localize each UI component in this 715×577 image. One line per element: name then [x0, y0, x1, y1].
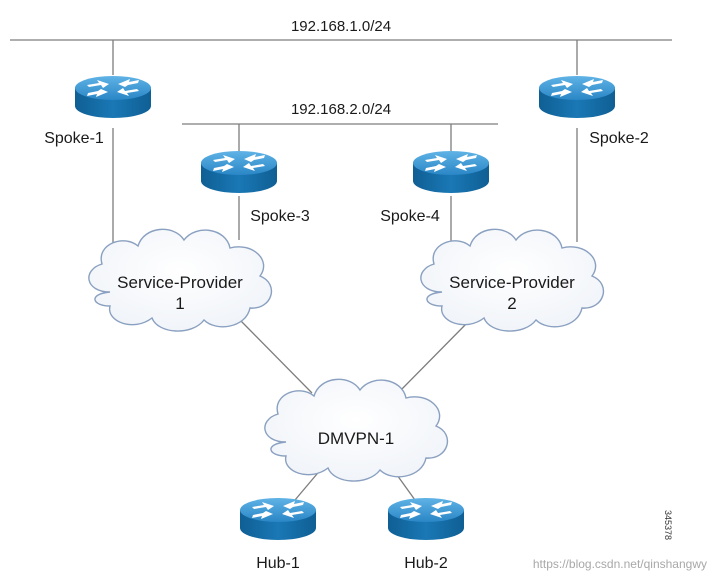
router-icon-spoke4 — [413, 151, 489, 193]
spoke1-label: Spoke-1 — [44, 130, 104, 147]
cloud-service-provider-2: Service-Provider 2 — [420, 228, 605, 332]
sp1-label-line1: Service-Provider — [117, 273, 243, 292]
router-icon-hub2 — [388, 498, 464, 540]
watermark: https://blog.csdn.net/qinshangwy — [532, 557, 707, 571]
cloud-service-provider-1: Service-Provider 1 — [88, 228, 273, 332]
cloud-dmvpn-1: DMVPN-1 — [264, 378, 449, 482]
connection-lines — [10, 39, 672, 501]
router-icon-spoke2 — [539, 76, 615, 118]
router-icon-hub1 — [240, 498, 316, 540]
sp1-label-line2: 1 — [175, 294, 184, 313]
lan2-label: 192.168.2.0/24 — [291, 101, 391, 118]
spoke2-label: Spoke-2 — [589, 130, 649, 147]
sp2-to-dmvpn — [397, 319, 471, 394]
spoke3-label: Spoke-3 — [250, 208, 310, 225]
hub2-label: Hub-2 — [404, 555, 448, 572]
router-icon-spoke3 — [201, 151, 277, 193]
spoke4-label: Spoke-4 — [380, 208, 440, 225]
sp2-label-line1: Service-Provider — [449, 273, 575, 292]
figure-id: 345378 — [662, 510, 673, 541]
router-icon-spoke1 — [75, 76, 151, 118]
hub1-label: Hub-1 — [256, 555, 300, 572]
sp2-label-line2: 2 — [507, 294, 516, 313]
lan1-label: 192.168.1.0/24 — [291, 18, 391, 35]
dmvpn-label: DMVPN-1 — [318, 429, 395, 448]
sp1-to-dmvpn — [239, 319, 313, 394]
